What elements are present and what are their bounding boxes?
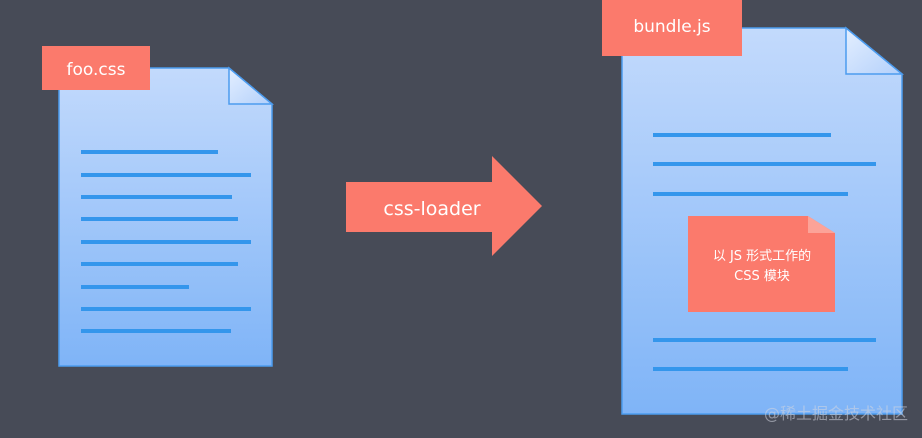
note-line-1: 以 JS 形式工作的	[713, 248, 811, 264]
output-file-tag	[602, 0, 742, 56]
note-fold-corner	[808, 216, 835, 233]
watermark: @稀土掘金技术社区	[763, 404, 908, 423]
output-file-text-lines	[653, 133, 876, 371]
note-shape	[688, 216, 835, 312]
source-file-tag	[42, 46, 150, 90]
source-file-fold-corner	[228, 66, 275, 105]
source-file-document: foo.css	[42, 46, 275, 367]
source-file-label: foo.css	[67, 60, 126, 80]
output-file-document: 以 JS 形式工作的 CSS 模块 bundle.js	[602, 0, 905, 415]
arrow-shape	[346, 156, 542, 256]
output-file-fold-corner	[845, 26, 905, 75]
css-module-note: 以 JS 形式工作的 CSS 模块	[688, 216, 835, 312]
source-file-text-lines	[81, 150, 251, 333]
transform-label: css-loader	[383, 198, 480, 220]
note-line-2: CSS 模块	[734, 269, 790, 284]
css-loader-arrow: css-loader	[346, 156, 542, 256]
output-file-label: bundle.js	[633, 17, 710, 37]
